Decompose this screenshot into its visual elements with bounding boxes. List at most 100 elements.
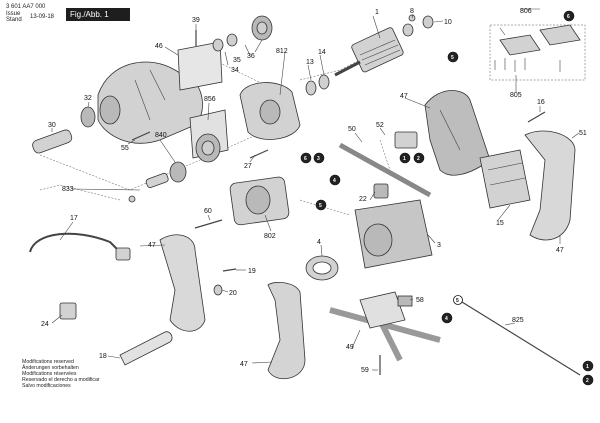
label-34: 34 bbox=[231, 67, 239, 74]
label-47d: 47 bbox=[240, 361, 248, 368]
label-47c: 47 bbox=[148, 242, 156, 249]
callout-2-wire: 2 bbox=[586, 378, 589, 384]
footer-note-fr: Modifications réservées bbox=[22, 371, 77, 377]
brush-holder bbox=[494, 24, 581, 72]
issue-label: Issue bbox=[6, 11, 21, 17]
wire-825 bbox=[461, 301, 581, 376]
part-labels: 1 8 10 806 39 46 36 35 34 812 13 14 805 … bbox=[41, 8, 587, 374]
gasket bbox=[177, 41, 223, 91]
screw-19 bbox=[222, 268, 237, 272]
callout-1-wire: 1 bbox=[586, 364, 589, 370]
label-20: 20 bbox=[229, 290, 237, 297]
callout-4-field: 4 bbox=[333, 178, 336, 184]
label-19: 19 bbox=[248, 268, 256, 275]
label-36: 36 bbox=[247, 53, 255, 60]
callout-3-field: 3 bbox=[317, 156, 320, 162]
label-17: 17 bbox=[70, 215, 78, 222]
label-3: 3 bbox=[437, 242, 441, 249]
field-winding bbox=[229, 176, 290, 226]
pinion bbox=[128, 172, 169, 203]
footer-note-es: Reservado el derecho a modificar bbox=[22, 377, 100, 383]
label-15: 15 bbox=[496, 220, 504, 227]
callout-markers: 6 5 1 2 6 3 4 5 4 1 2 bbox=[300, 10, 594, 386]
svg-text:5: 5 bbox=[456, 298, 459, 304]
label-833: 833 bbox=[62, 186, 74, 193]
callout-5-wire: 5 bbox=[453, 295, 463, 305]
screw-55 bbox=[131, 131, 151, 141]
ring-4 bbox=[305, 255, 339, 281]
callout-5-field: 5 bbox=[319, 203, 322, 209]
label-50: 50 bbox=[348, 126, 356, 133]
plug-24 bbox=[59, 302, 77, 320]
shaft-50 bbox=[338, 142, 432, 198]
label-46: 46 bbox=[155, 43, 163, 50]
footer-note-de: Änderungen vorbehalten bbox=[22, 365, 79, 371]
label-1: 1 bbox=[375, 9, 379, 16]
bail-handle-top bbox=[424, 90, 491, 176]
label-27: 27 bbox=[244, 163, 252, 170]
callout-6-field: 6 bbox=[304, 156, 307, 162]
callout-2-switch: 2 bbox=[417, 156, 420, 162]
intermediate-flange bbox=[239, 82, 301, 140]
label-58: 58 bbox=[416, 297, 424, 304]
label-840: 840 bbox=[155, 132, 167, 139]
label-35: 35 bbox=[233, 57, 241, 64]
power-cable bbox=[29, 232, 131, 261]
callout-1-switch: 1 bbox=[403, 156, 406, 162]
label-14: 14 bbox=[318, 49, 326, 56]
gear-36 bbox=[251, 15, 273, 41]
label-47a: 47 bbox=[400, 93, 408, 100]
screw-16 bbox=[527, 111, 546, 123]
label-39: 39 bbox=[192, 17, 200, 24]
label-32: 32 bbox=[84, 95, 92, 102]
label-47b: 47 bbox=[556, 247, 564, 254]
footer-notes: Modifications reserved Änderungen vorbeh… bbox=[22, 359, 100, 389]
label-8: 8 bbox=[410, 8, 414, 15]
label-16: 16 bbox=[537, 99, 545, 106]
label-10: 10 bbox=[444, 19, 452, 26]
label-13: 13 bbox=[306, 59, 314, 66]
callout-4-wire: 4 bbox=[445, 316, 448, 322]
doc-number: 3 601 AA7 000 bbox=[6, 4, 46, 10]
callout-5-top: 5 bbox=[451, 55, 454, 61]
label-30: 30 bbox=[48, 122, 56, 129]
label-52: 52 bbox=[376, 122, 384, 129]
label-802: 802 bbox=[264, 233, 276, 240]
side-handle-left bbox=[159, 234, 206, 332]
label-22: 22 bbox=[359, 196, 367, 203]
motor-housing bbox=[354, 199, 433, 269]
label-59: 59 bbox=[361, 367, 369, 374]
bail-handle-bottom bbox=[267, 281, 306, 379]
label-24: 24 bbox=[41, 321, 49, 328]
auxiliary-handle bbox=[119, 331, 173, 366]
stand-label: Stand bbox=[6, 17, 22, 23]
ring-34 bbox=[226, 33, 238, 47]
bearing-14 bbox=[318, 74, 330, 90]
issue-value: 13-09-18 bbox=[30, 14, 55, 20]
gear-856 bbox=[189, 109, 229, 163]
ring-20 bbox=[213, 284, 223, 296]
part-58 bbox=[397, 295, 413, 307]
bail-handle-right bbox=[524, 130, 576, 241]
screw-27 bbox=[249, 149, 269, 159]
part-22 bbox=[373, 183, 389, 199]
label-49: 49 bbox=[346, 344, 354, 351]
spindle bbox=[32, 129, 73, 154]
callout-6-top: 6 bbox=[567, 14, 570, 20]
label-60: 60 bbox=[204, 208, 212, 215]
label-825: 825 bbox=[512, 317, 524, 324]
motor-housing-rear bbox=[479, 149, 531, 209]
label-55: 55 bbox=[121, 145, 129, 152]
label-805: 805 bbox=[510, 92, 522, 99]
screw-60 bbox=[194, 219, 223, 229]
leader-lines bbox=[51, 8, 580, 371]
label-856: 856 bbox=[204, 96, 216, 103]
armature bbox=[334, 23, 414, 77]
gear-housing bbox=[97, 61, 203, 144]
gear-840 bbox=[169, 161, 187, 183]
footer-note-it: Salvo modificaciones bbox=[22, 383, 71, 389]
ring-35 bbox=[212, 38, 224, 52]
bearing-32 bbox=[80, 106, 96, 128]
